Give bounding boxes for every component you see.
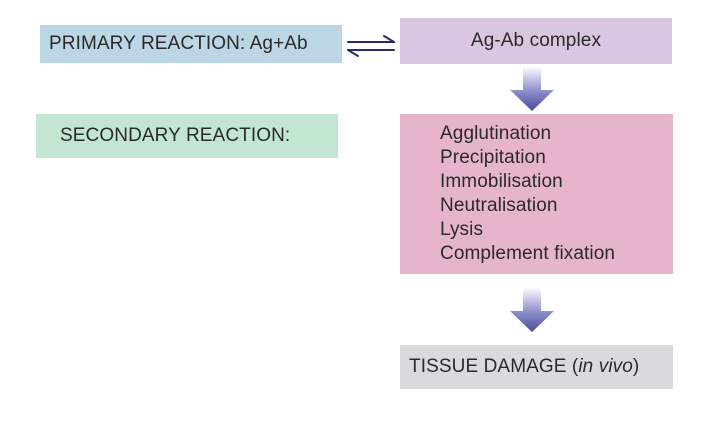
ag-ab-complex-label: Ag-Ab complex [470,30,602,51]
reaction-item: Precipitation [440,147,546,168]
reaction-item: Neutralisation [440,195,558,216]
secondary-reactions-box: Agglutination Precipitation Immobilisati… [400,114,673,274]
ag-ab-complex-box: Ag-Ab complex [400,18,672,64]
tissue-damage-label: TISSUE DAMAGE (in vivo) [409,356,640,377]
primary-reaction-box: PRIMARY REACTION: Ag+Ab [40,25,342,63]
reaction-item: Complement fixation [440,243,616,264]
secondary-reactions-list: Agglutination Precipitation Immobilisati… [440,122,615,266]
reaction-item: Immobilisation [440,171,563,192]
reverse-arrow-barb [347,49,359,57]
reversible-reaction-arrows-icon [347,35,395,57]
reaction-item: Lysis [440,219,484,240]
in-vivo-qualifier: in vivo [578,356,633,377]
secondary-reaction-label: SECONDARY REACTION: [60,125,291,146]
tissue-damage-box: TISSUE DAMAGE (in vivo) [400,345,673,389]
forward-arrow-barb [383,35,395,43]
reaction-item: Agglutination [440,123,552,144]
down-arrow-icon [510,287,554,332]
down-arrow-icon [510,66,554,111]
primary-reaction-label: PRIMARY REACTION: Ag+Ab [49,33,308,54]
secondary-reaction-box: SECONDARY REACTION: [36,114,338,158]
